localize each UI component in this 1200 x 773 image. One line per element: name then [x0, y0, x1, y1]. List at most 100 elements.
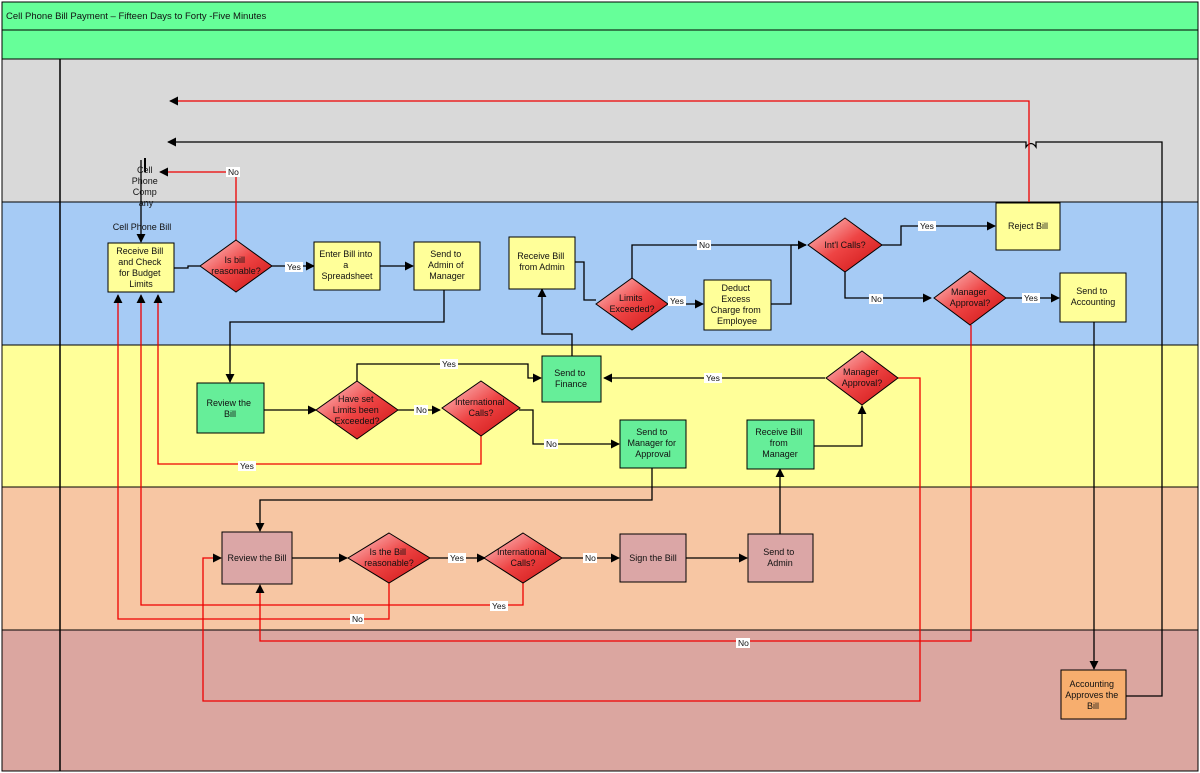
svg-text:No: No — [546, 439, 557, 449]
node-limits-exceeded-label: Limits Exceeded? — [609, 293, 654, 314]
node-review-bill-green — [196, 382, 265, 434]
label-no-mgr-top: No — [736, 638, 750, 648]
node-manager-approval-top-label: Manager Approval? — [950, 287, 991, 308]
node-intl-calls-top-label: Int'l Calls? — [824, 240, 865, 250]
edge-labels: No Yes No Yes Yes No Yes Yes No No Yes Y… — [226, 167, 1040, 648]
node-receive-bill-manager-label: Receive Bill from Manager — [755, 427, 805, 459]
node-receive-bill-check-label: Receive Bill and Check for Budget Limits — [116, 246, 166, 289]
svg-text:No: No — [871, 294, 882, 304]
node-have-set-limits-label: Have set Limits been Exceeded? — [333, 394, 382, 426]
node-review-bill-green-label: Review the Bill — [206, 398, 253, 419]
svg-text:Yes: Yes — [1024, 293, 1038, 303]
node-accounting-approves-label: Accounting Approves the Bill — [1065, 679, 1121, 711]
connector-deduct-to-intl-top — [771, 244, 806, 305]
node-enter-bill-label: Enter Bill into a Spreadsheet — [319, 249, 375, 281]
node-international-calls-mid-label: International Calls? — [455, 397, 507, 418]
node-manager-approval-mid — [825, 350, 899, 406]
label-no-limits-top: No — [697, 240, 711, 250]
node-send-accounting-label: Send to Accounting — [1071, 286, 1116, 307]
connector-reject-to-company — [169, 96, 1030, 202]
connector-receive-manager-to-approval — [814, 405, 867, 447]
svg-text:Yes: Yes — [920, 221, 934, 231]
connector-receive-to-reasonable — [174, 265, 200, 269]
node-is-bill-reasonable-label: Is bill reasonable? — [211, 255, 261, 276]
node-manager-approval-mid-label: Manager Approval? — [842, 367, 883, 388]
svg-text:Yes: Yes — [287, 262, 301, 272]
svg-text:Yes: Yes — [492, 601, 506, 611]
label-yes-intl-mid: Yes — [238, 461, 256, 471]
svg-text:No: No — [738, 638, 749, 648]
connector-intl-top-yes-reject — [881, 221, 996, 246]
connector-send-admin-to-review — [225, 290, 445, 383]
node-international-calls-low-label: International Calls? — [497, 547, 549, 568]
node-review-bill-pink-label: Review the Bill — [227, 553, 286, 563]
node-deduct-excess — [703, 279, 772, 331]
node-send-accounting — [1059, 272, 1127, 323]
connector-have-limits-yes-finance — [356, 363, 542, 383]
connector-mgr-mid-no-review-pink — [202, 377, 921, 702]
node-reject-bill-label: Reject Bill — [1008, 221, 1048, 231]
node-review-bill-pink — [221, 531, 293, 585]
label-no-intl-low: No — [583, 553, 597, 563]
connector-limits-no-intl-top — [631, 240, 807, 278]
node-send-manager-approval — [619, 419, 687, 469]
node-accounting-approves — [1060, 669, 1127, 720]
node-sign-bill-label: Sign the Bill — [629, 553, 677, 563]
node-send-finance — [541, 355, 602, 403]
node-cell-phone-bill: Cell Phone Bill — [113, 222, 172, 232]
label-yes-intl-top: Yes — [918, 221, 936, 231]
node-send-admin-manager-label: Send to Admin of Manager — [428, 249, 466, 281]
node-receive-bill-admin — [508, 236, 576, 290]
node-send-admin-manager — [413, 241, 481, 291]
svg-text:Yes: Yes — [450, 553, 464, 563]
node-cell-phone-company: Cell Phone Comp any — [132, 165, 161, 208]
connector-receive-admin-to-limits — [575, 261, 596, 301]
node-is-bill-reasonable — [199, 239, 273, 293]
nodes: Cell Phone Comp any Cell Phone Bill Rece… — [107, 158, 1127, 720]
node-send-manager-approval-label: Send to Manager for Approval — [627, 427, 678, 459]
label-no-is-the-bill: No — [350, 614, 364, 624]
node-send-to-admin-label: Send to Admin — [763, 547, 797, 568]
node-receive-bill-check — [107, 242, 175, 293]
label-yes-reasonable: Yes — [285, 262, 303, 272]
node-have-set-limits — [315, 380, 399, 440]
label-no-reasonable: No — [226, 167, 240, 177]
red-connectors — [113, 96, 1030, 702]
connector-intl-mid-yes-receive — [153, 294, 482, 465]
node-deduct-excess-label: Deduct Excess Charge from Employee — [711, 283, 764, 326]
header: Cell Phone Bill Payment – Fifteen Days t… — [1, 1, 1199, 60]
svg-text:No: No — [352, 614, 363, 624]
node-sign-bill — [619, 533, 687, 583]
svg-text:Yes: Yes — [240, 461, 254, 471]
label-yes-mgr-top: Yes — [1022, 293, 1040, 303]
node-is-the-bill-reasonable-label: Is the Bill reasonable? — [364, 547, 414, 568]
connector-approves-to-company — [167, 137, 1163, 697]
svg-text:Yes: Yes — [670, 296, 684, 306]
label-yes-have-limits: Yes — [440, 359, 458, 369]
node-is-the-bill-reasonable — [347, 532, 431, 584]
swimlanes — [1, 58, 1199, 772]
node-manager-approval-top — [933, 270, 1007, 326]
label-yes-is-the-bill: Yes — [448, 553, 466, 563]
lane-cell-phone-company — [1, 58, 1199, 203]
node-limits-exceeded — [595, 277, 669, 331]
node-send-to-admin — [747, 533, 814, 583]
svg-text:Yes: Yes — [706, 373, 720, 383]
connector-mgr-top-no-review-pink — [255, 325, 972, 642]
label-yes-limits-top: Yes — [668, 296, 686, 306]
node-receive-bill-admin-label: Receive Bill from Admin — [517, 251, 567, 272]
svg-text:No: No — [699, 240, 710, 250]
node-reject-bill — [995, 202, 1061, 251]
connector-finance-to-receive-admin — [537, 288, 573, 356]
svg-text:Yes: Yes — [442, 359, 456, 369]
node-intl-calls-top — [807, 217, 883, 273]
connector-intl-no-send-manager — [519, 409, 620, 449]
black-connectors — [136, 137, 1163, 697]
svg-text:No: No — [416, 405, 427, 415]
connector-intl-top-no-manager — [844, 272, 932, 303]
connector-intl-low-yes-receive — [136, 294, 524, 606]
label-yes-intl-low: Yes — [490, 601, 508, 611]
node-international-calls-low — [483, 532, 563, 584]
label-no-intl-top: No — [869, 294, 883, 304]
